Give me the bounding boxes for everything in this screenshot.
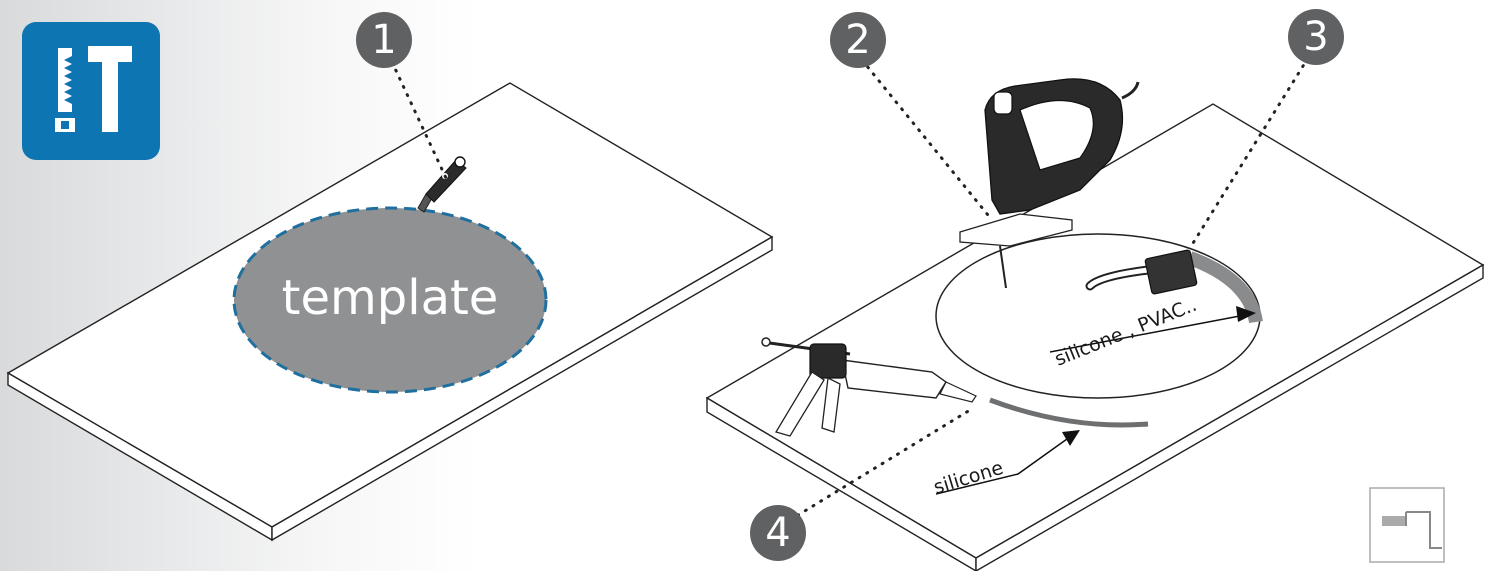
step-marker-2: 2 bbox=[830, 12, 886, 68]
leader-line-2 bbox=[862, 60, 992, 220]
step-number: 2 bbox=[845, 17, 870, 63]
step-marker-1: 1 bbox=[356, 12, 412, 68]
step-number: 4 bbox=[765, 510, 790, 556]
edge-profile-icon bbox=[1370, 488, 1444, 562]
template-shape: template bbox=[234, 208, 546, 392]
step-marker-3: 3 bbox=[1288, 9, 1344, 65]
step-number: 1 bbox=[371, 17, 396, 63]
step-number: 3 bbox=[1303, 14, 1328, 60]
step-marker-4: 4 bbox=[750, 505, 806, 561]
tool-badge bbox=[22, 22, 160, 160]
template-label: template bbox=[282, 270, 499, 326]
